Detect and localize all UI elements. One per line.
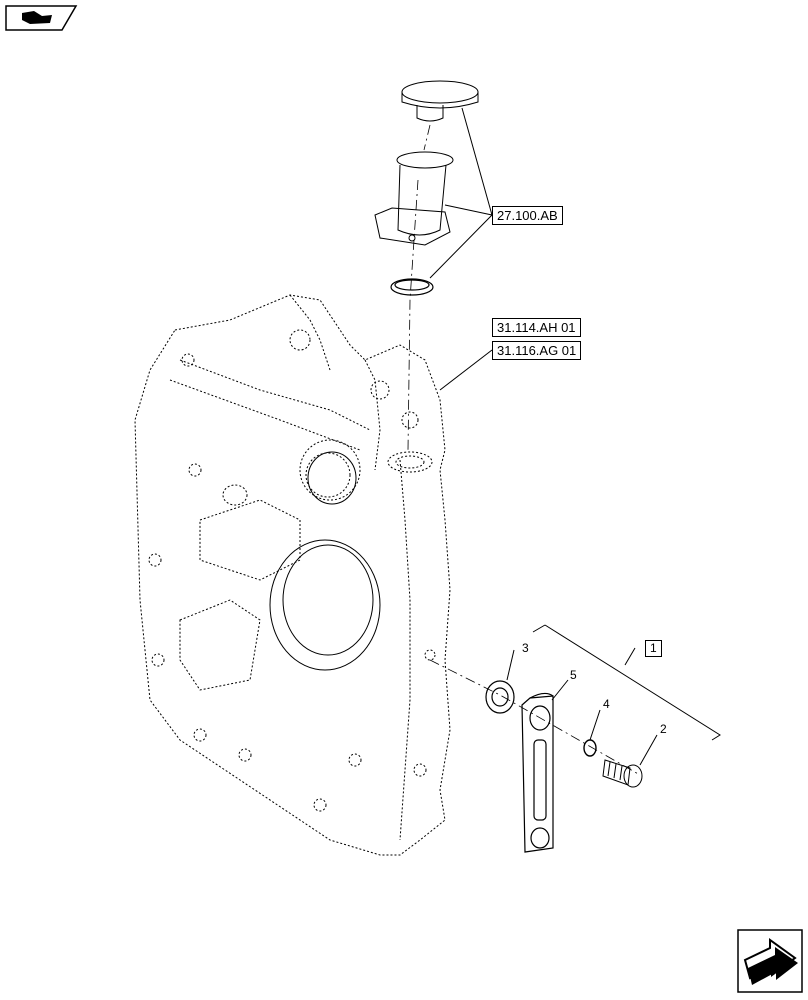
o-ring-part xyxy=(390,278,434,296)
washer-part xyxy=(485,680,515,714)
leader-27-100-ab xyxy=(429,107,493,279)
small-o-ring-part xyxy=(583,739,597,757)
callout-4: 4 xyxy=(603,697,610,711)
ref-31-116-ag-01-label[interactable]: 31.116.AG 01 xyxy=(492,341,582,360)
assembly-axis-horizontal xyxy=(429,659,641,776)
screw-part xyxy=(602,759,643,788)
leader-31-114 xyxy=(439,349,493,391)
callout-leaders xyxy=(506,649,658,766)
housing-bore xyxy=(269,451,381,671)
callout-2: 2 xyxy=(660,722,667,736)
group-bracket xyxy=(532,624,721,741)
sleeve-part xyxy=(374,151,454,246)
next-page-arrow-icon[interactable] xyxy=(737,929,803,993)
housing-part xyxy=(134,294,451,856)
book-hand-icon[interactable] xyxy=(5,5,78,31)
cap-part xyxy=(401,80,479,122)
ref-31-114-ah-01-label[interactable]: 31.114.AH 01 xyxy=(492,318,581,337)
ref-27-100-ab-label[interactable]: 27.100.AB xyxy=(492,206,563,225)
assembly-axis-vertical xyxy=(407,124,431,451)
callout-1: 1 xyxy=(645,640,662,657)
callout-5: 5 xyxy=(570,668,577,682)
callout-3: 3 xyxy=(522,641,529,655)
plate-part xyxy=(521,692,554,853)
